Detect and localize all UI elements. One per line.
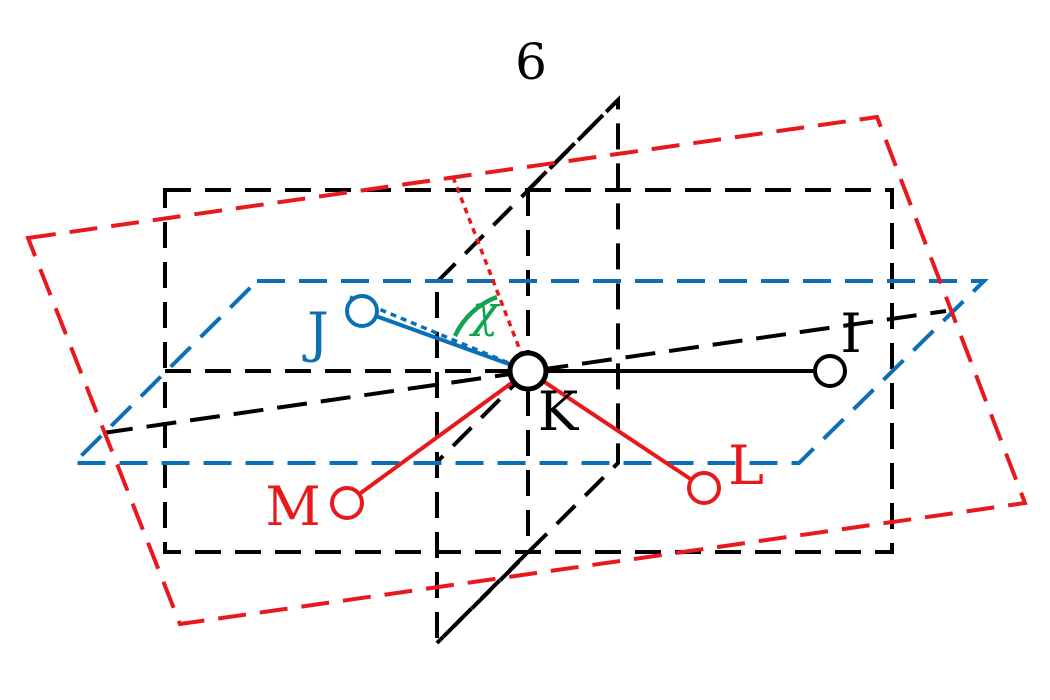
- bond-K-M: [345, 369, 530, 505]
- bond-K-L: [526, 369, 706, 490]
- black-depth-line-bottom: [435, 550, 530, 645]
- dihedral-title: 6: [515, 33, 547, 91]
- label-J: J: [302, 301, 329, 364]
- red-dotted-line: [451, 176, 530, 372]
- label-I: I: [840, 302, 861, 365]
- label-L: L: [728, 434, 764, 497]
- label-M: M: [265, 475, 320, 538]
- atom-M: [330, 486, 364, 520]
- angle-arc: [452, 294, 498, 337]
- atom-I: [813, 354, 847, 388]
- atom-L: [687, 471, 721, 505]
- angle-label-chi: χ: [469, 287, 501, 338]
- blue-plane: [69, 279, 989, 465]
- atom-J: [345, 294, 379, 328]
- atom-K: [507, 350, 549, 392]
- black-depth-line-upper: [526, 98, 620, 192]
- bond-K-J: [361, 309, 529, 373]
- label-K: K: [538, 380, 580, 443]
- black-depth-line-lower: [435, 369, 530, 464]
- red-plane: [25, 114, 1028, 627]
